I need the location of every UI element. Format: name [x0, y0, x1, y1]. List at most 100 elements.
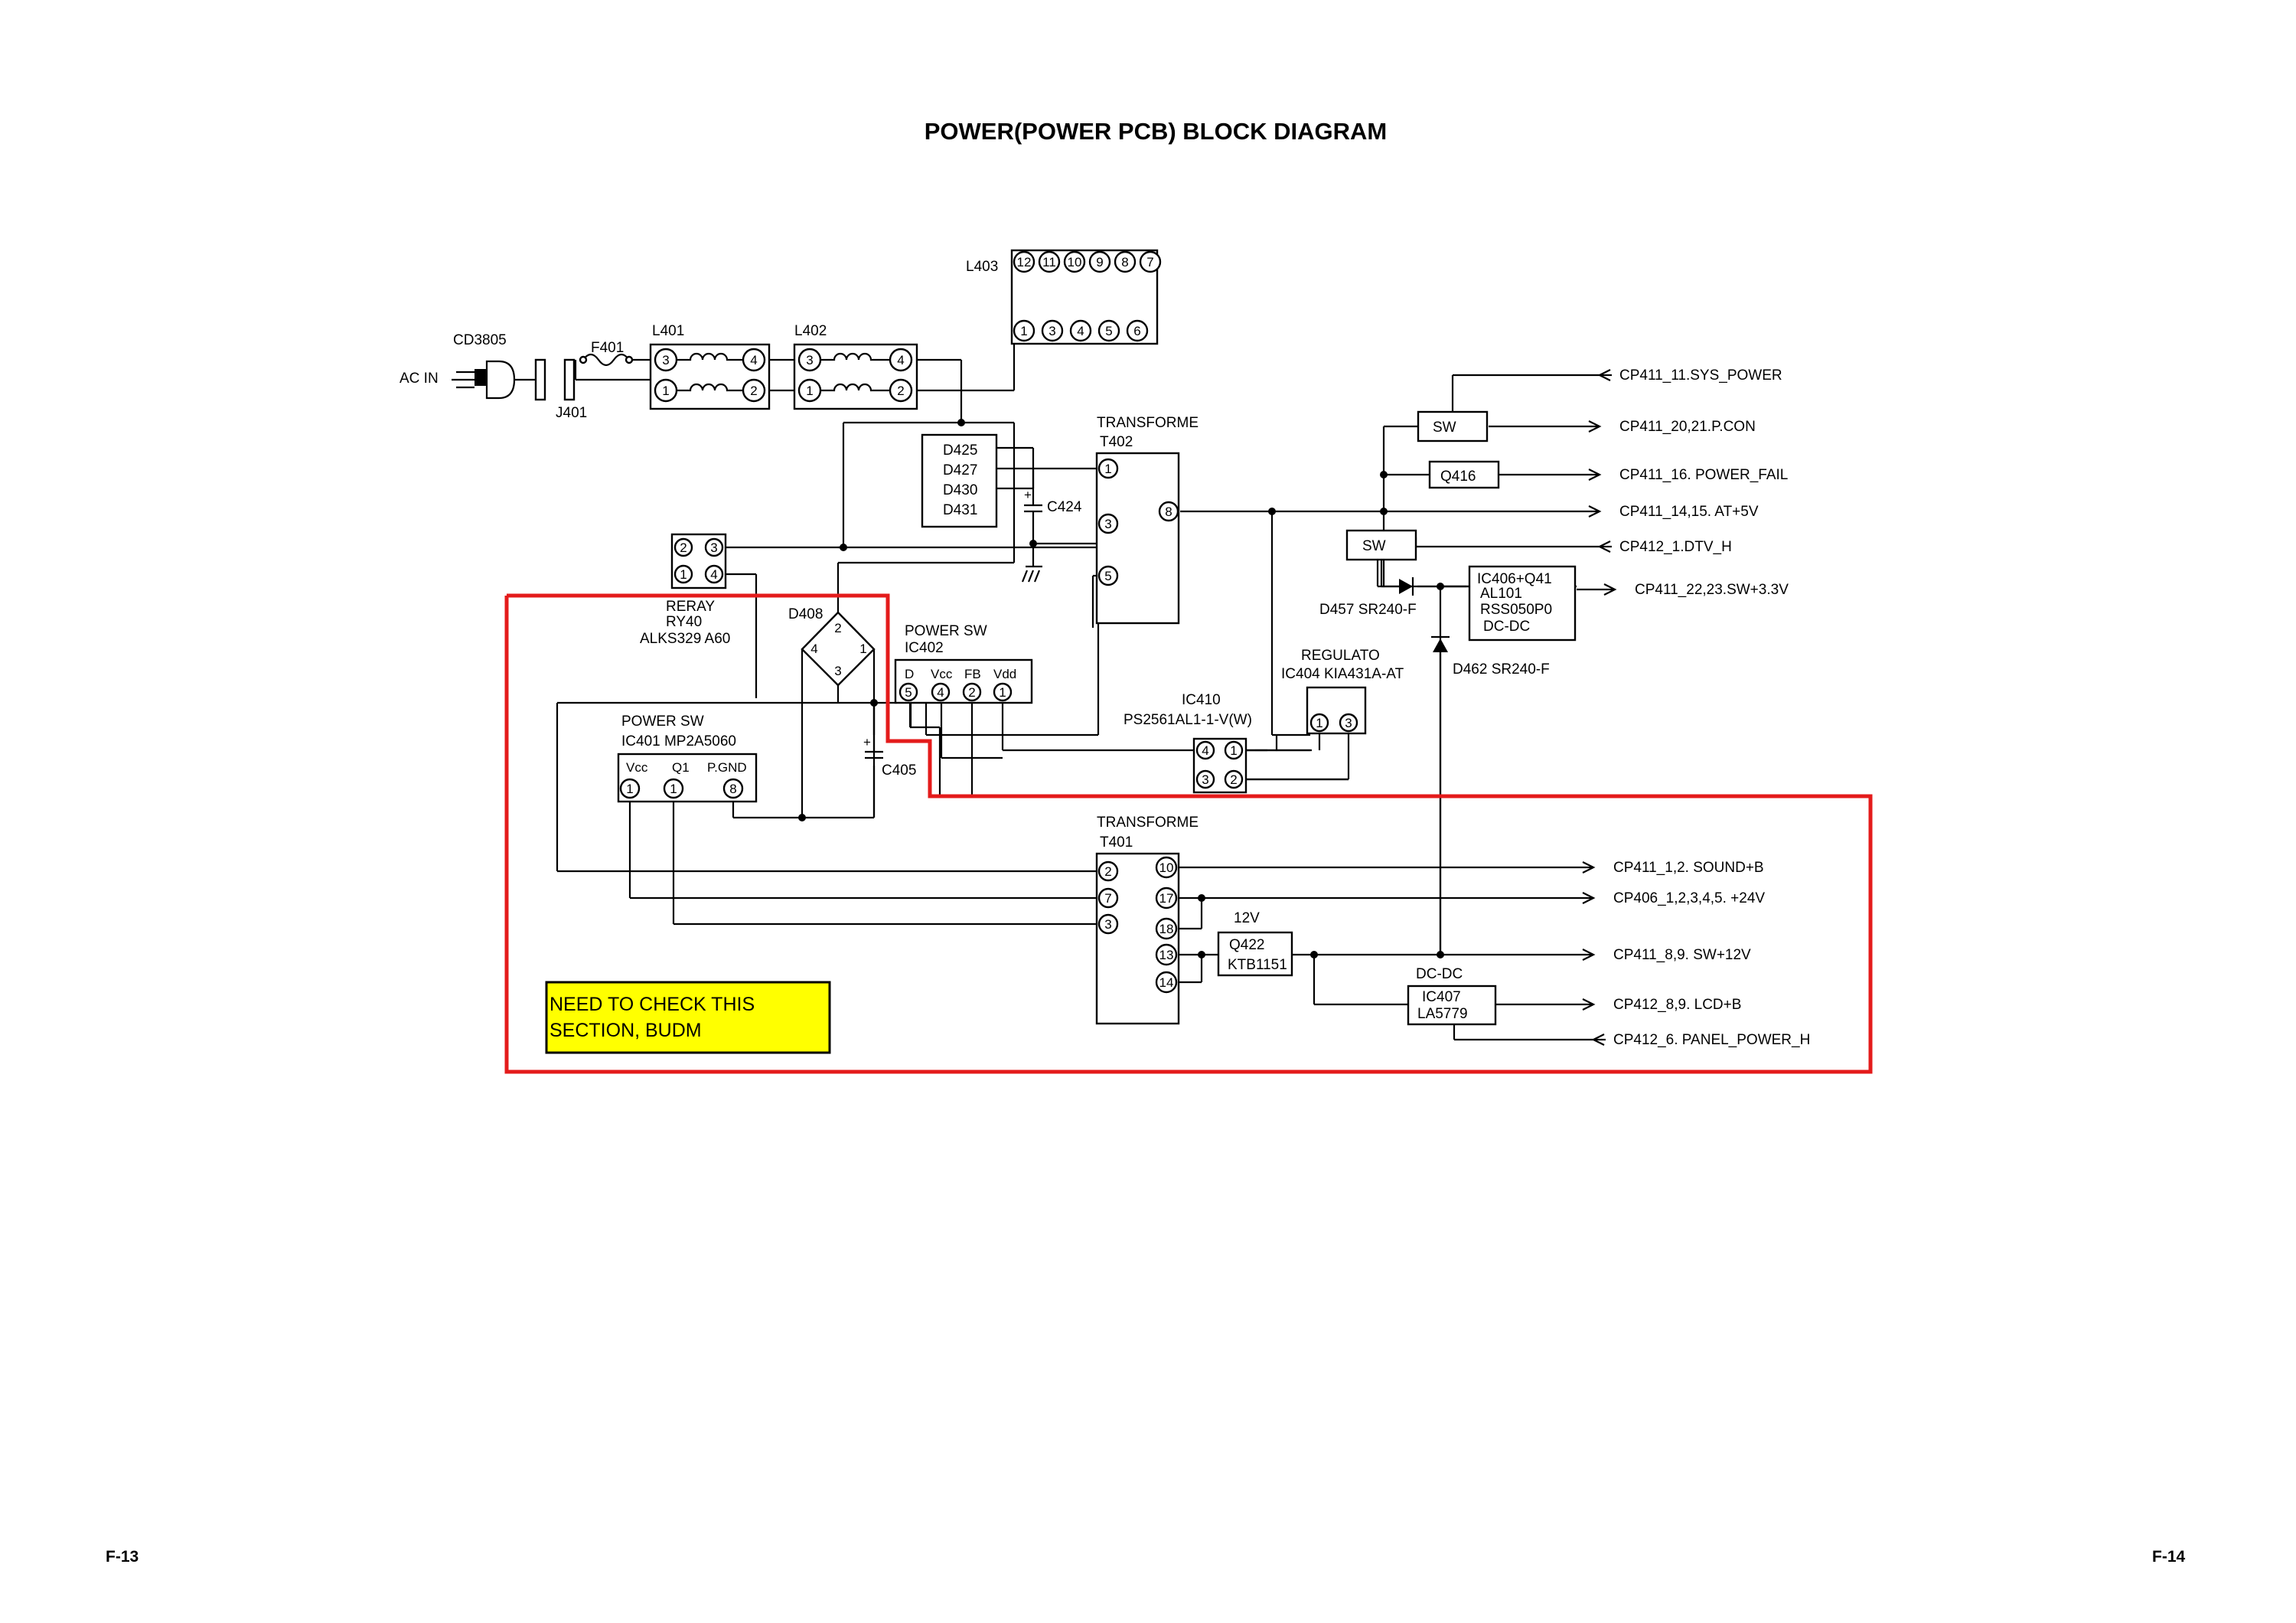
d462-label: D462 SR240-F	[1453, 661, 1550, 678]
svg-text:4: 4	[897, 353, 904, 367]
l403-pin-label: 3	[1049, 324, 1055, 338]
svg-text:P.GND: P.GND	[707, 760, 747, 775]
svg-text:17: 17	[1159, 891, 1174, 906]
output-connector: CP411_11.SYS_POWER	[1597, 367, 1782, 384]
svg-text:4: 4	[810, 642, 817, 656]
t401-label-2: T401	[1100, 834, 1133, 851]
svg-text:1: 1	[1230, 743, 1237, 758]
dcdc-label: DC-DC	[1416, 966, 1463, 982]
d408-label: D408	[788, 606, 823, 622]
svg-text:SW: SW	[1362, 538, 1386, 554]
relay-label: ALKS329 A60	[640, 631, 730, 647]
output-label: CP411_20,21.P.CON	[1619, 419, 1756, 435]
ic402-power-switch: POWER SW IC402 D Vcc FB Vdd 5 4 2 1	[894, 623, 1033, 704]
svg-text:2: 2	[1104, 864, 1111, 879]
switch-top: SW	[1417, 410, 1489, 442]
diode-label: D431	[943, 502, 977, 518]
output-label: CP406_1,2,3,4,5. +24V	[1613, 890, 1765, 906]
d457-label: D457 SR240-F	[1319, 602, 1417, 618]
output-connector: CP411_22,23.SW+3.3V	[1603, 582, 1789, 598]
output-connectors: CP411_11.SYS_POWER CP411_20,21.P.CON CP411…	[1582, 367, 1810, 1048]
arrow-right-icon	[1588, 420, 1602, 433]
relay-label: RERAY	[666, 599, 715, 615]
c405-capacitor: + C405	[863, 703, 916, 779]
highlight-region	[504, 593, 1873, 1074]
l403-pin	[1038, 250, 1061, 273]
arrow-right-icon	[1603, 583, 1617, 596]
svg-text:3: 3	[1104, 917, 1111, 932]
svg-text:8: 8	[1165, 505, 1172, 519]
svg-text:D: D	[905, 667, 914, 681]
svg-text:4: 4	[937, 685, 944, 700]
output-label: CP411_8,9. SW+12V	[1613, 947, 1751, 963]
svg-text:8: 8	[729, 782, 736, 796]
arrow-right-icon	[1582, 949, 1596, 961]
output-label: CP411_14,15. AT+5V	[1619, 504, 1759, 520]
svg-text:Q422: Q422	[1229, 937, 1264, 953]
output-connector: CP412_1.DTV_H	[1597, 539, 1732, 555]
svg-text:18: 18	[1159, 922, 1174, 936]
relay-label: RY40	[666, 614, 702, 630]
svg-text:+: +	[1024, 488, 1032, 502]
l403-pin	[1139, 250, 1162, 273]
diagram-title: POWER(POWER PCB) BLOCK DIAGRAM	[925, 118, 1387, 145]
output-connector: CP411_14,15. AT+5V	[1588, 504, 1759, 520]
svg-text:3: 3	[710, 540, 717, 555]
svg-text:1: 1	[626, 782, 633, 796]
svg-text:2: 2	[834, 621, 841, 635]
ic401-power-switch: POWER SW IC401 MP2A5060 Vcc Q1 P.GND 1 1…	[617, 714, 758, 803]
svg-text:4: 4	[1202, 743, 1208, 758]
svg-text:1: 1	[859, 642, 866, 656]
switch-dtv: SW	[1345, 529, 1417, 561]
l401-inductor: L401 3 4 1 2	[649, 323, 771, 410]
svg-text:Q1: Q1	[672, 760, 690, 775]
l403-pin	[1114, 250, 1137, 273]
svg-text:14: 14	[1159, 975, 1174, 990]
svg-text:AL101: AL101	[1480, 586, 1522, 602]
svg-text:13: 13	[1159, 948, 1174, 962]
ic401-label: IC401 MP2A5060	[621, 733, 736, 749]
l403-label: L403	[966, 259, 998, 275]
svg-text:1: 1	[670, 782, 677, 796]
ac-input: AC IN CD3805 J401 F401	[400, 332, 651, 421]
wires	[556, 345, 1615, 1041]
svg-text:2: 2	[968, 685, 975, 700]
page-number-right: F-14	[2152, 1548, 2186, 1566]
ic404-label: REGULATO	[1301, 648, 1380, 664]
c405-label: C405	[882, 763, 916, 779]
output-connector: CP406_1,2,3,4,5. +24V	[1582, 890, 1765, 906]
svg-text:7: 7	[1104, 891, 1111, 906]
l401-label: L401	[652, 323, 684, 339]
output-connector: CP412_6. PANEL_POWER_H	[1591, 1032, 1810, 1048]
page-number-left: F-13	[106, 1548, 139, 1566]
q422-transistor: 12V Q422 KTB1151	[1217, 910, 1293, 977]
svg-text:2: 2	[750, 384, 757, 398]
c424-label: C424	[1047, 499, 1082, 515]
l403-pin-label: 12	[1017, 255, 1032, 269]
d462-diode: D462 SR240-F	[1431, 635, 1550, 678]
l403-pin-label: 9	[1096, 255, 1103, 269]
svg-text:3: 3	[1202, 772, 1208, 787]
c424-capacitor: + C424	[1024, 488, 1082, 544]
arrow-right-icon	[1582, 861, 1596, 874]
ic410-label: PS2561AL1-1-V(W)	[1124, 712, 1252, 728]
12v-label: 12V	[1234, 910, 1260, 926]
svg-text:LA5779: LA5779	[1417, 1006, 1468, 1022]
diode-label: D427	[943, 462, 977, 478]
svg-text:5: 5	[905, 685, 912, 700]
svg-text:5: 5	[1104, 569, 1111, 583]
review-note: NEED TO CHECK THIS SECTION, BUDM	[545, 981, 831, 1054]
f401-label: F401	[591, 340, 624, 356]
l403-pin	[1041, 319, 1064, 342]
svg-text:SW: SW	[1433, 420, 1456, 436]
ic402-label: POWER SW	[905, 623, 987, 639]
junctions	[798, 419, 1444, 958]
svg-text:2: 2	[1230, 772, 1237, 787]
svg-text:2: 2	[680, 540, 687, 555]
svg-text:4: 4	[750, 353, 757, 367]
note-box	[545, 981, 831, 1054]
svg-text:Vdd: Vdd	[993, 667, 1016, 681]
l403-pin-label: 6	[1133, 324, 1140, 338]
l403-pin	[1088, 250, 1111, 273]
t402-label-2: T402	[1100, 434, 1133, 450]
